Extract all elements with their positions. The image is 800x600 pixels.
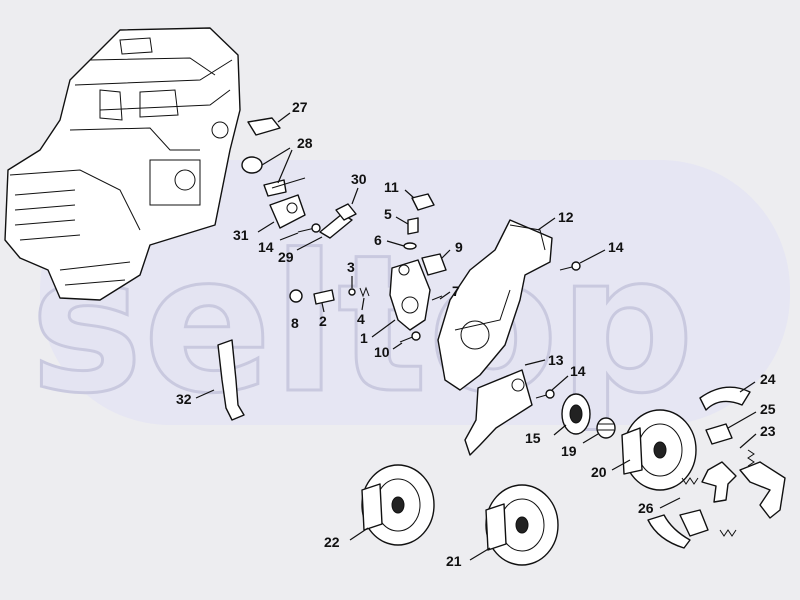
part-8	[289, 289, 303, 303]
callout-21: 21	[446, 553, 462, 569]
callout-24: 24	[760, 371, 776, 387]
callout-30: 30	[351, 171, 367, 187]
callout-5: 5	[384, 206, 392, 222]
part-1-oil-pump	[371, 259, 431, 338]
callout-2: 2	[319, 313, 327, 329]
callout-25: 25	[760, 401, 776, 417]
callout-4: 4	[357, 311, 365, 327]
part-25	[705, 411, 757, 445]
callout-26: 26	[638, 500, 654, 516]
callout-6: 6	[374, 232, 382, 248]
part-28	[241, 147, 306, 197]
part-14b	[559, 249, 606, 271]
part-11	[404, 189, 435, 211]
part-24-clutch-shoe	[699, 381, 756, 411]
callout-7: 7	[452, 283, 460, 299]
part-32	[195, 339, 245, 421]
part-31	[257, 194, 306, 233]
callout-14a: 14	[258, 239, 274, 255]
part-14c	[535, 375, 569, 399]
callout-28: 28	[297, 135, 313, 151]
part-5	[395, 216, 419, 235]
part-13	[464, 359, 546, 456]
part-21-drum	[469, 484, 559, 566]
part-19-bearing	[582, 417, 616, 444]
callout-14b: 14	[608, 239, 624, 255]
engine-block	[4, 27, 241, 301]
part-3	[348, 276, 356, 296]
callout-11: 11	[384, 179, 399, 195]
callout-1: 1	[360, 330, 368, 346]
callout-29: 29	[278, 249, 294, 265]
part-10	[392, 331, 421, 350]
callout-13: 13	[548, 352, 564, 368]
part-30	[335, 187, 359, 221]
callout-9: 9	[455, 239, 463, 255]
part-26-clutch-carrier	[647, 461, 786, 549]
part-2	[313, 289, 335, 313]
callout-labels: 27 28 30 11 12 5 6 9 31 14 29 14 3 7 8 2…	[176, 99, 776, 569]
callout-19: 19	[561, 443, 577, 459]
part-15-sprocket	[553, 393, 591, 436]
callout-15: 15	[525, 430, 541, 446]
part-23	[739, 433, 757, 467]
part-20-clutch-drum	[611, 409, 697, 491]
callout-22: 22	[324, 534, 340, 550]
callout-23: 23	[760, 423, 776, 439]
part-9	[421, 249, 451, 276]
callout-10: 10	[374, 344, 390, 360]
part-6	[386, 240, 417, 250]
part-22-drum	[349, 464, 435, 546]
callout-14c: 14	[570, 363, 586, 379]
callout-31: 31	[233, 227, 249, 243]
part-27	[247, 112, 291, 136]
callout-3: 3	[347, 259, 355, 275]
part-12-cover	[437, 217, 556, 391]
callout-20: 20	[591, 464, 607, 480]
callout-12: 12	[558, 209, 574, 225]
part-7	[431, 291, 451, 301]
callout-32: 32	[176, 391, 192, 407]
part-14a	[279, 223, 321, 241]
callout-27: 27	[292, 99, 308, 115]
callout-8: 8	[291, 315, 299, 331]
part-4	[359, 286, 370, 311]
